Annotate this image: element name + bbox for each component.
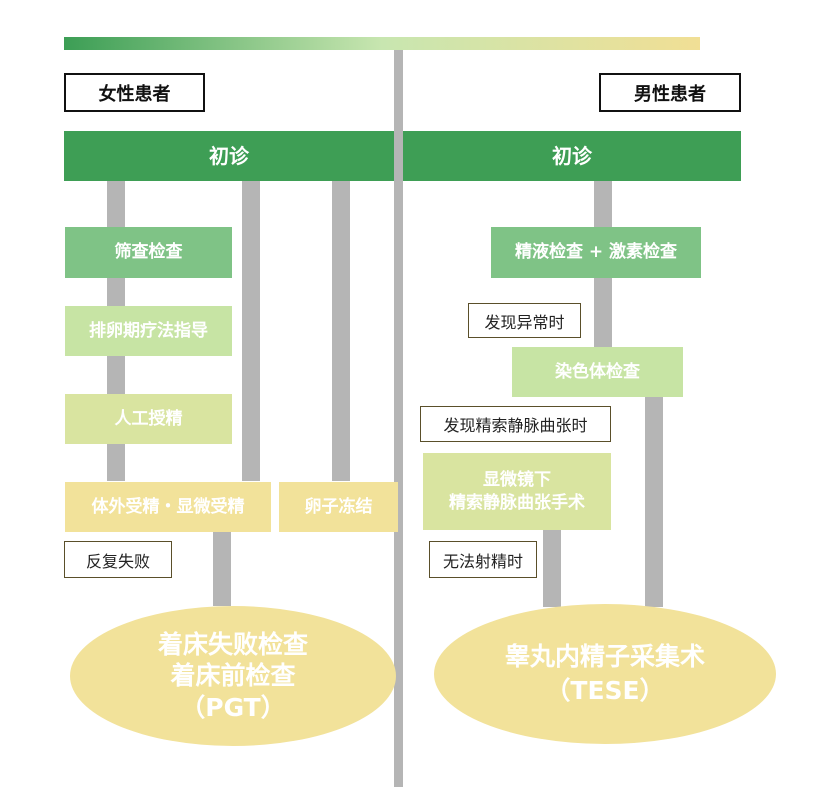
egg-freezing-box: 卵子冻结 <box>279 482 398 532</box>
microsurgery-box: 显微镜下 精索静脉曲张手术 <box>423 453 611 530</box>
pgt-line-3: （PGT） <box>180 692 286 722</box>
screening-box: 筛查检查 <box>65 227 232 278</box>
male-patient-header: 男性患者 <box>599 73 741 112</box>
ovulation-guidance-box: 排卵期疗法指导 <box>65 306 232 356</box>
repeat-failure-note: 反复失败 <box>64 541 172 578</box>
male-first-visit-banner: 初诊 <box>403 131 741 181</box>
tese-ellipse: 睾丸内精子采集术 （TESE） <box>434 604 776 744</box>
no-ejaculation-note: 无法射精时 <box>429 541 537 578</box>
pgt-line-1: 着床失败检查 <box>157 630 308 660</box>
male-flow-bar-3 <box>543 530 561 607</box>
tese-line-1: 睾丸内精子采集术 <box>504 642 705 672</box>
pgt-ellipse: 着床失败检查 着床前检查 （PGT） <box>70 606 396 746</box>
semen-hormone-test-box: 精液检查 + 激素检查 <box>491 227 701 278</box>
chromosome-test-box: 染色体检查 <box>512 347 683 397</box>
ivf-icsi-box: 体外受精・显微受精 <box>65 482 271 532</box>
center-divider <box>394 50 403 787</box>
microsurgery-line-1: 显微镜下 <box>483 470 551 491</box>
female-first-visit-banner: 初诊 <box>64 131 394 181</box>
pgt-line-2: 着床前检查 <box>170 661 296 691</box>
varicocele-found-note: 发现精索静脉曲张时 <box>420 406 611 442</box>
tese-line-2: （TESE） <box>545 676 665 705</box>
female-flow-bar-2 <box>242 181 260 481</box>
abnormal-found-note: 发现异常时 <box>468 303 581 338</box>
female-patient-header: 女性患者 <box>64 73 205 112</box>
microsurgery-line-2: 精索静脉曲张手术 <box>449 492 585 513</box>
artificial-insemination-box: 人工授精 <box>65 394 232 444</box>
top-gradient-bar <box>64 37 700 50</box>
male-flow-bar-2 <box>645 397 663 607</box>
female-flow-bar-3 <box>332 181 350 481</box>
female-flow-bar-4 <box>213 532 231 606</box>
